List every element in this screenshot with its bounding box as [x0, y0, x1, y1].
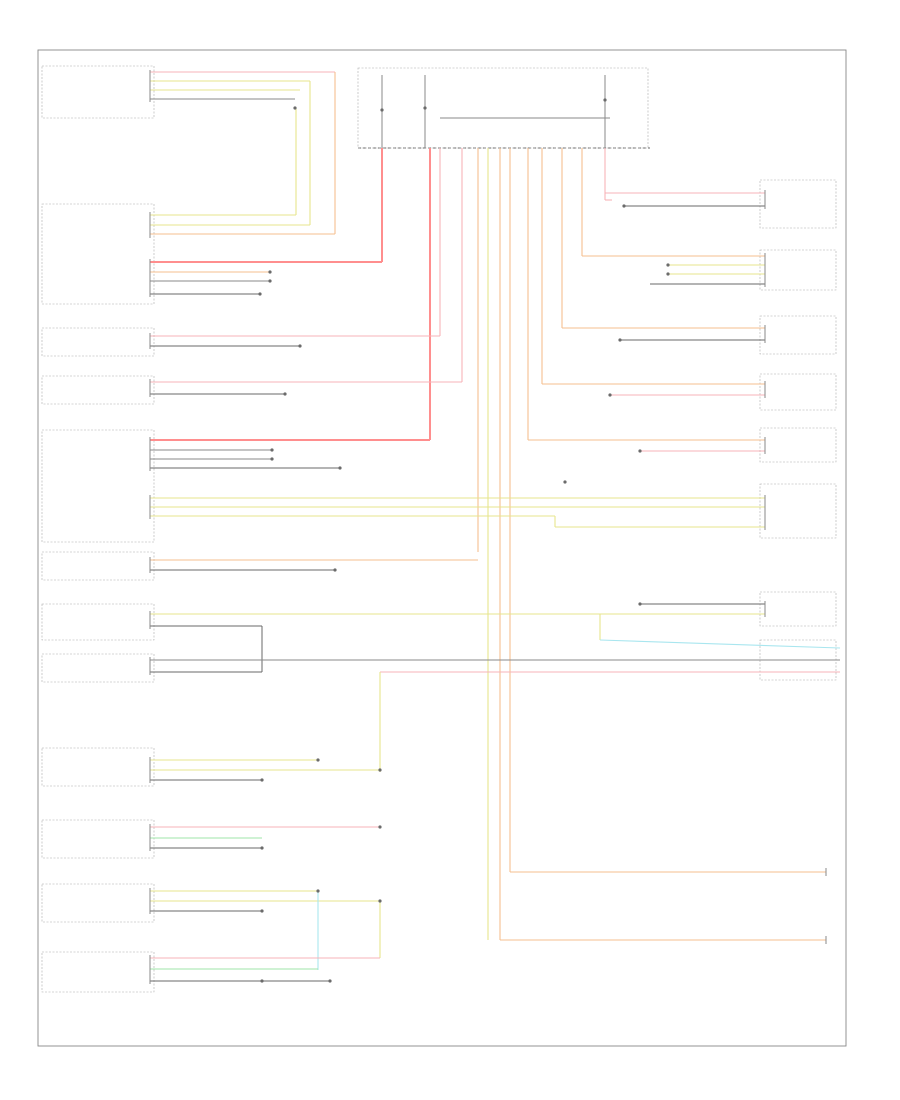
- splice-points: [258, 106, 670, 983]
- left-connectors: [41, 65, 155, 993]
- right-connectors: [759, 179, 837, 681]
- trunk-wires: [381, 148, 606, 940]
- fuse-junction-block: [357, 67, 650, 149]
- diagram-frame: [37, 49, 847, 1047]
- left-wires: [150, 71, 841, 982]
- pin-ticks: [149, 70, 827, 984]
- right-wires: [500, 192, 826, 941]
